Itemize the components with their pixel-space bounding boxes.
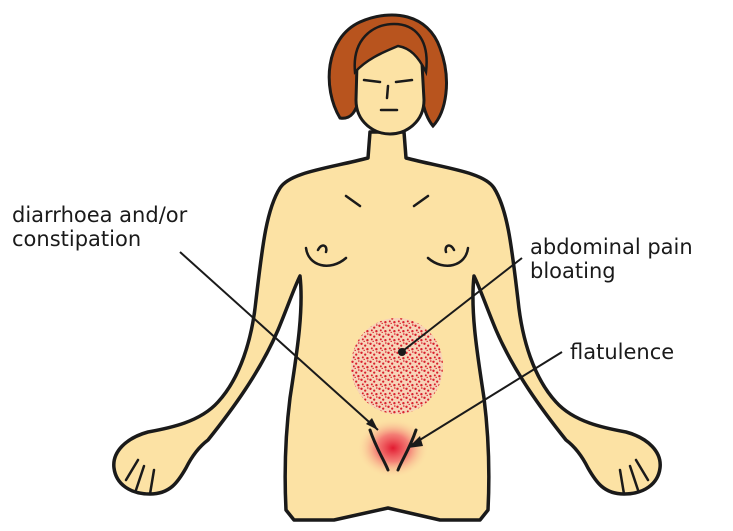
label-line: diarrhoea and/or bbox=[12, 203, 187, 227]
dot-abdominal bbox=[398, 348, 406, 356]
label-line: abdominal pain bbox=[530, 235, 693, 259]
label-line: flatulence bbox=[570, 340, 674, 364]
label-diarrhoea-constipation: diarrhoea and/or constipation bbox=[12, 203, 187, 251]
label-line: constipation bbox=[12, 227, 187, 251]
abdominal-pain-area bbox=[351, 318, 443, 414]
label-flatulence: flatulence bbox=[570, 340, 674, 364]
groin-pain-area bbox=[357, 418, 429, 478]
label-abdominal-pain-bloating: abdominal pain bloating bbox=[530, 235, 693, 283]
nose bbox=[387, 86, 388, 98]
label-line: bloating bbox=[530, 259, 693, 283]
